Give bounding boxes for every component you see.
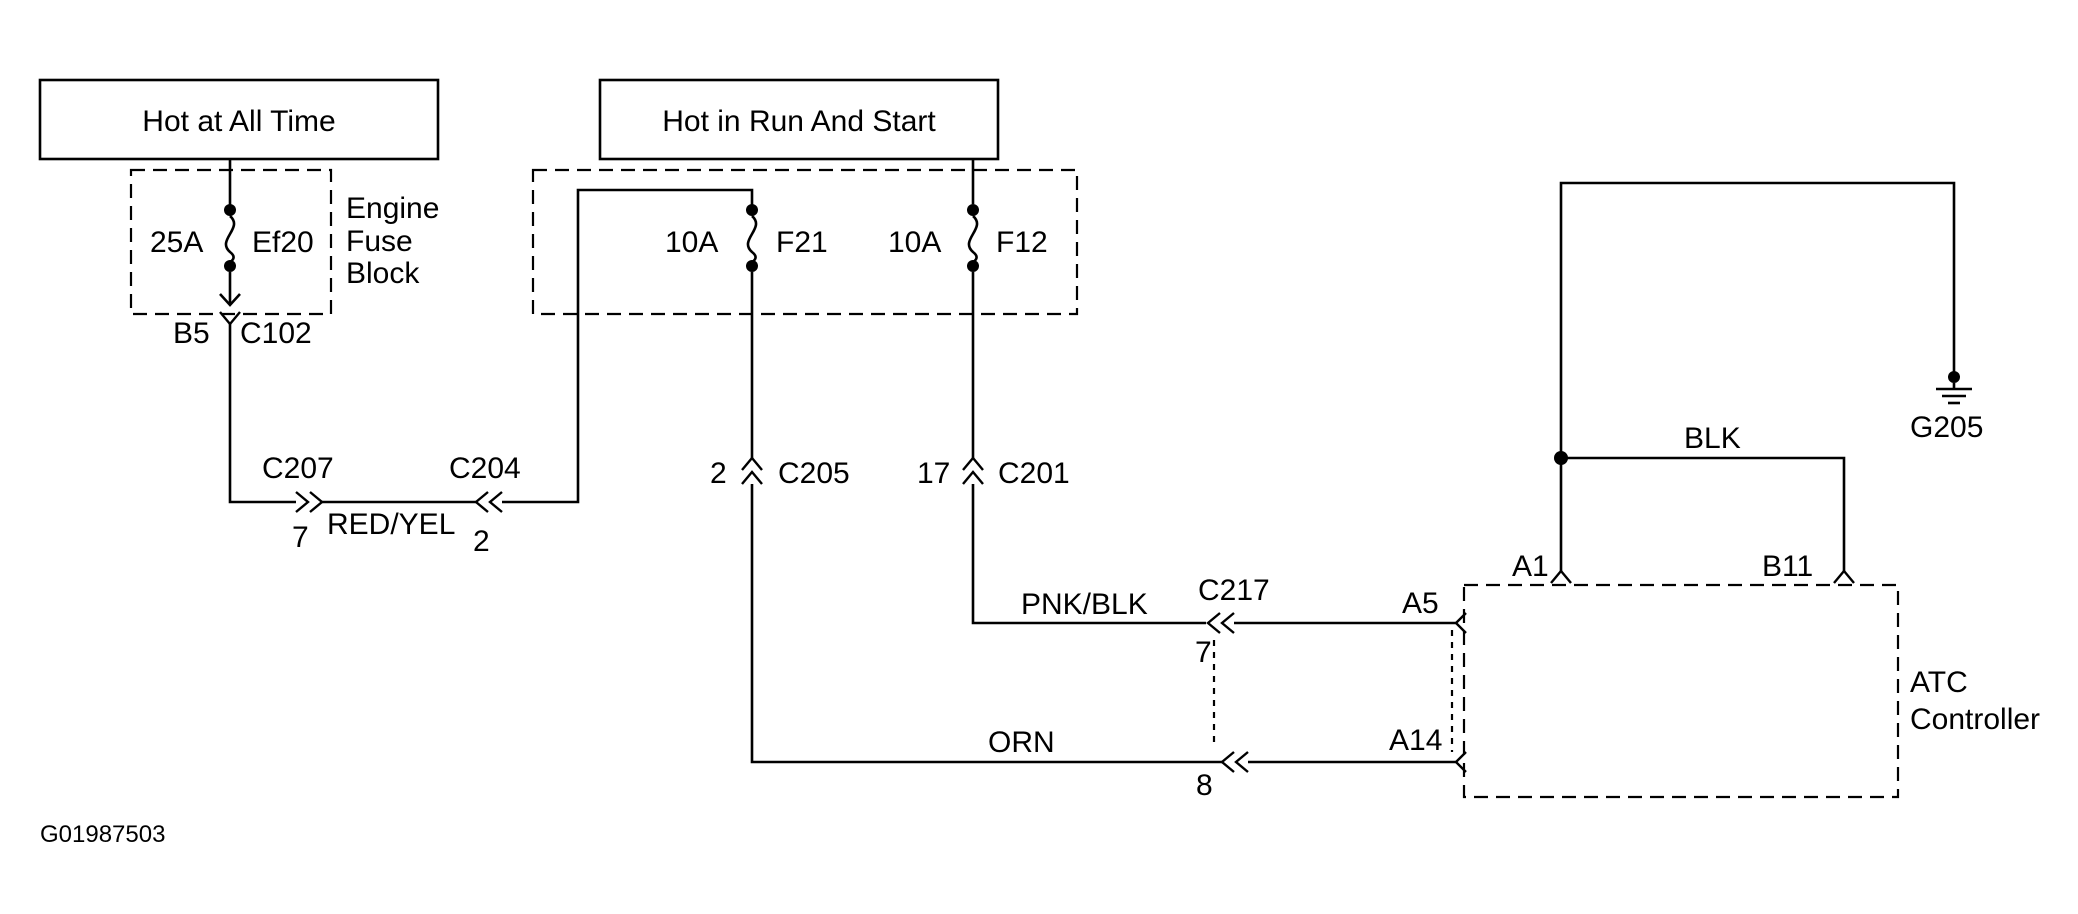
splice-node <box>1554 451 1568 465</box>
pin-b11: B11 <box>1762 550 1855 584</box>
fuse-f21: 10A F21 <box>665 204 828 272</box>
always-hot-box: Hot at All Time <box>38 78 440 161</box>
c217-pin-a-label: 7 <box>1195 636 1212 669</box>
a14-label: A14 <box>1389 724 1442 757</box>
c205-label: C205 <box>778 457 850 490</box>
always-hot-label: Hot at All Time <box>142 105 335 138</box>
connector-c205: 2 C205 <box>710 456 850 490</box>
blk-label: BLK <box>1684 422 1741 455</box>
wire-c102-to-c207 <box>228 324 296 504</box>
run-fuse-block-outline <box>531 168 1079 316</box>
fuse-f12-rating: 10A <box>888 226 941 259</box>
atc-controller-outline <box>1462 583 1900 799</box>
fuse-block-name-line1: Engine <box>346 192 439 225</box>
wire-c204-to-f21 <box>502 188 754 504</box>
wire-blk <box>1561 456 1846 571</box>
b11-label: B11 <box>1762 550 1813 583</box>
atc-controller-line1: ATC <box>1910 666 1968 699</box>
wire-pnk-blk <box>971 484 1206 625</box>
connector-c207: C207 7 <box>262 452 334 554</box>
c204-pin-label: 2 <box>473 525 490 558</box>
wire-orn <box>750 484 1222 764</box>
fuse-ef20-id: Ef20 <box>252 226 314 259</box>
a1-label: A1 <box>1512 550 1549 583</box>
c217-label: C217 <box>1198 574 1270 607</box>
connector-c204: C204 2 <box>449 452 521 558</box>
c207-pin-label: 7 <box>292 521 309 554</box>
pin-a14: A14 <box>1389 724 1467 773</box>
ground-g205-icon <box>1936 371 1972 405</box>
c217-pin-b-label: 8 <box>1196 769 1213 802</box>
connector-c102: B5 C102 <box>173 311 312 350</box>
fuse-f12-id: F12 <box>996 226 1048 259</box>
atc-controller-line2: Controller <box>1910 703 2040 736</box>
fuse-block-name-line2: Fuse <box>346 225 413 258</box>
connector-c201: 17 C201 <box>917 456 1070 490</box>
run-start-hot-label: Hot in Run And Start <box>662 105 936 138</box>
pnk-blk-label: PNK/BLK <box>1021 588 1148 621</box>
fuse-f21-id: F21 <box>776 226 828 259</box>
c204-label: C204 <box>449 452 521 485</box>
wire-a1-to-ground <box>1559 181 1956 571</box>
run-start-hot-box: Hot in Run And Start <box>598 78 1000 161</box>
fuse-f21-rating: 10A <box>665 226 718 259</box>
fuse-block-name-line3: Block <box>346 257 420 290</box>
red-yel-label: RED/YEL <box>327 508 455 541</box>
c102-label: C102 <box>240 317 312 350</box>
c102-pin-label: B5 <box>173 317 210 350</box>
c207-label: C207 <box>262 452 334 485</box>
c205-pin-label: 2 <box>710 457 727 490</box>
fuse-ef20-rating: 25A <box>150 226 203 259</box>
a5-label: A5 <box>1402 587 1439 620</box>
fuse-f12: 10A F12 <box>888 159 1048 272</box>
orn-label: ORN <box>988 726 1055 759</box>
figure-id: G01987503 <box>40 821 165 848</box>
pin-a5: A5 <box>1402 587 1467 634</box>
connector-c217: C217 7 8 <box>1195 574 1270 802</box>
c201-pin-label: 17 <box>917 457 950 490</box>
c201-label: C201 <box>998 457 1070 490</box>
fuse-ef20: 25A Ef20 <box>150 159 314 307</box>
ground-label: G205 <box>1910 411 1983 444</box>
